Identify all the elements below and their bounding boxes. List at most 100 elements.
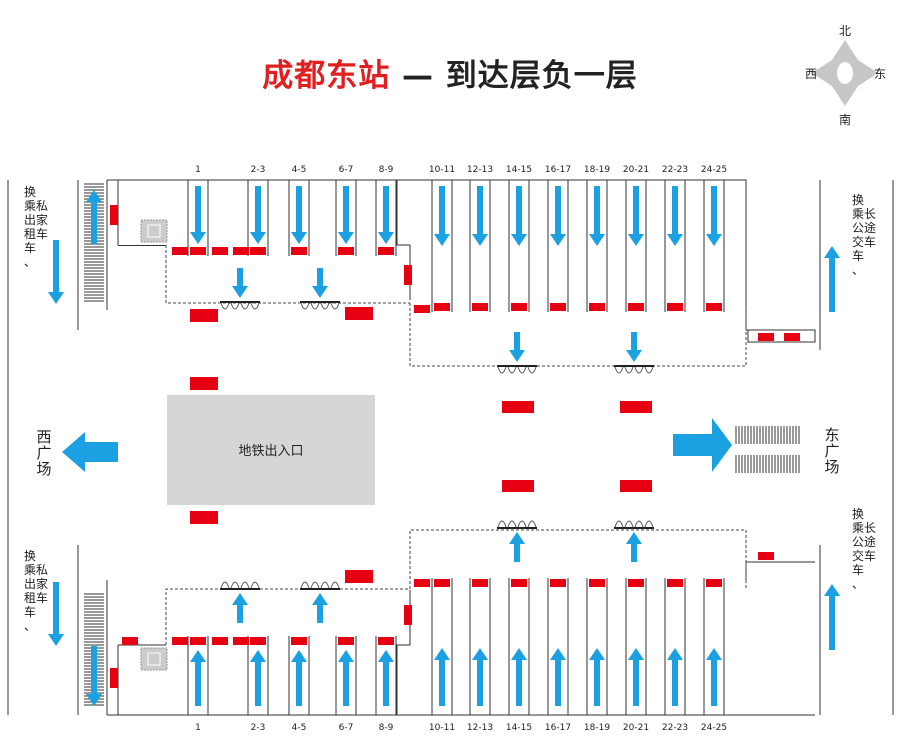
platform-label-bottom: 8-9 [379, 723, 394, 733]
platform-label-bottom: 4-5 [292, 723, 307, 733]
compass-south: 南 [839, 112, 851, 127]
taxi-label-bottom: 车 [24, 604, 36, 619]
platform-label-top: 10-11 [429, 165, 455, 175]
taxi-label-bottom: 家 [36, 576, 48, 591]
taxi-label-top: 换 [24, 185, 36, 199]
bus-label-top: 途 [864, 220, 876, 235]
exit-marker [338, 637, 354, 645]
metro-label: 地铁出入口 [238, 444, 303, 459]
platform-label-bottom: 1 [195, 723, 201, 733]
platform-label-top: 12-13 [467, 165, 493, 175]
taxi-label-top: 、 [24, 255, 36, 269]
exit-marker [338, 247, 354, 255]
east-square-arrow-icon [673, 418, 732, 472]
taxi-label-bottom: 租 [24, 591, 36, 605]
east-square-label: 场 [824, 458, 839, 476]
compass-icon: 北 南 西 东 [805, 24, 886, 127]
exit-marker [378, 637, 394, 645]
exit-marker [472, 303, 488, 311]
platform-label-bottom: 10-11 [429, 723, 455, 733]
bus-label-bottom: 乘 [852, 521, 864, 535]
taxi-label-bottom: 车 [36, 590, 48, 605]
taxi-label-bottom: 出 [24, 577, 36, 591]
platform-label-top: 2-3 [251, 165, 266, 175]
metro-entrance[interactable] [167, 395, 375, 505]
platform-label-top: 20-21 [623, 165, 649, 175]
taxi-label-top: 私 [36, 199, 48, 213]
bus-label-bottom: 途 [864, 534, 876, 549]
exit-marker [667, 303, 683, 311]
exit-marker [550, 579, 566, 587]
bus-label-top: 交 [852, 234, 864, 249]
east-square-label: 广 [824, 442, 839, 460]
taxi-label-bottom: 、 [24, 619, 36, 633]
exit-marker [378, 247, 394, 255]
platform-label-top: 18-19 [584, 165, 610, 175]
taxi-label-top: 车 [24, 240, 36, 255]
exit-marker [706, 303, 722, 311]
exit-marker [250, 637, 266, 645]
taxi-label-top: 租 [24, 227, 36, 241]
exit-marker [589, 303, 605, 311]
exit-marker [434, 303, 450, 311]
bus-label-top: 长 [864, 207, 876, 221]
platform-label-bottom: 12-13 [467, 723, 493, 733]
exit-marker [511, 303, 527, 311]
exit-marker [511, 579, 527, 587]
exit-marker [190, 247, 206, 255]
exit-marker [667, 579, 683, 587]
bus-label-bottom: 长 [864, 521, 876, 535]
exit-marker [434, 579, 450, 587]
west-square-label: 西 [36, 428, 51, 446]
exit-marker [472, 579, 488, 587]
compass-east: 东 [874, 67, 886, 81]
taxi-label-bottom: 乘 [24, 563, 36, 577]
platform-label-top: 4-5 [292, 165, 307, 175]
platform-label-bottom: 14-15 [506, 723, 532, 733]
platform-label-bottom: 2-3 [251, 723, 266, 733]
elevator-icon [140, 219, 168, 671]
platform-label-top: 22-23 [662, 165, 688, 175]
bus-label-top: 车 [852, 248, 864, 263]
exit-marker [706, 579, 722, 587]
platform-label-bottom: 16-17 [545, 723, 571, 733]
page-title: 成都东站 — 到达层负一层 [0, 50, 900, 95]
bus-label-bottom: 公 [852, 535, 864, 549]
exit-marker [628, 303, 644, 311]
platform-label-top: 24-25 [701, 165, 727, 175]
platform-label-top: 14-15 [506, 165, 532, 175]
bus-label-bottom: 车 [852, 562, 864, 577]
bus-label-bottom: 、 [852, 577, 864, 591]
red-markers [110, 205, 652, 688]
taxi-label-bottom: 私 [36, 563, 48, 577]
bus-label-bottom: 换 [852, 507, 864, 521]
compass-north: 北 [839, 24, 851, 38]
bus-label-top: 公 [852, 221, 864, 235]
platform-label-top: 8-9 [379, 165, 394, 175]
west-square-label: 场 [36, 460, 51, 478]
platform-label-bottom: 24-25 [701, 723, 727, 733]
platform-label-top: 6-7 [339, 165, 354, 175]
bus-label-bottom: 交 [852, 548, 864, 563]
title-floor: 到达层负一层 [445, 58, 638, 94]
platform-label-bottom: 18-19 [584, 723, 610, 733]
taxi-label-bottom: 换 [24, 549, 36, 563]
taxi-label-top: 家 [36, 212, 48, 227]
taxi-label-top: 车 [36, 226, 48, 241]
taxi-label-top: 乘 [24, 199, 36, 213]
bus-label-top: 、 [852, 263, 864, 277]
west-square-arrow-icon [62, 432, 118, 472]
exit-marker [550, 303, 566, 311]
bus-label-bottom: 车 [864, 548, 876, 563]
platform-label-bottom: 6-7 [339, 723, 354, 733]
bus-label-top: 乘 [852, 207, 864, 221]
platform-label-top: 16-17 [545, 165, 571, 175]
exit-marker [628, 579, 644, 587]
bus-label-top: 换 [852, 193, 864, 207]
east-square-label: 东 [824, 426, 839, 444]
title-separator: — [402, 58, 434, 94]
exit-marker [250, 247, 266, 255]
platform-label-bottom: 22-23 [662, 723, 688, 733]
